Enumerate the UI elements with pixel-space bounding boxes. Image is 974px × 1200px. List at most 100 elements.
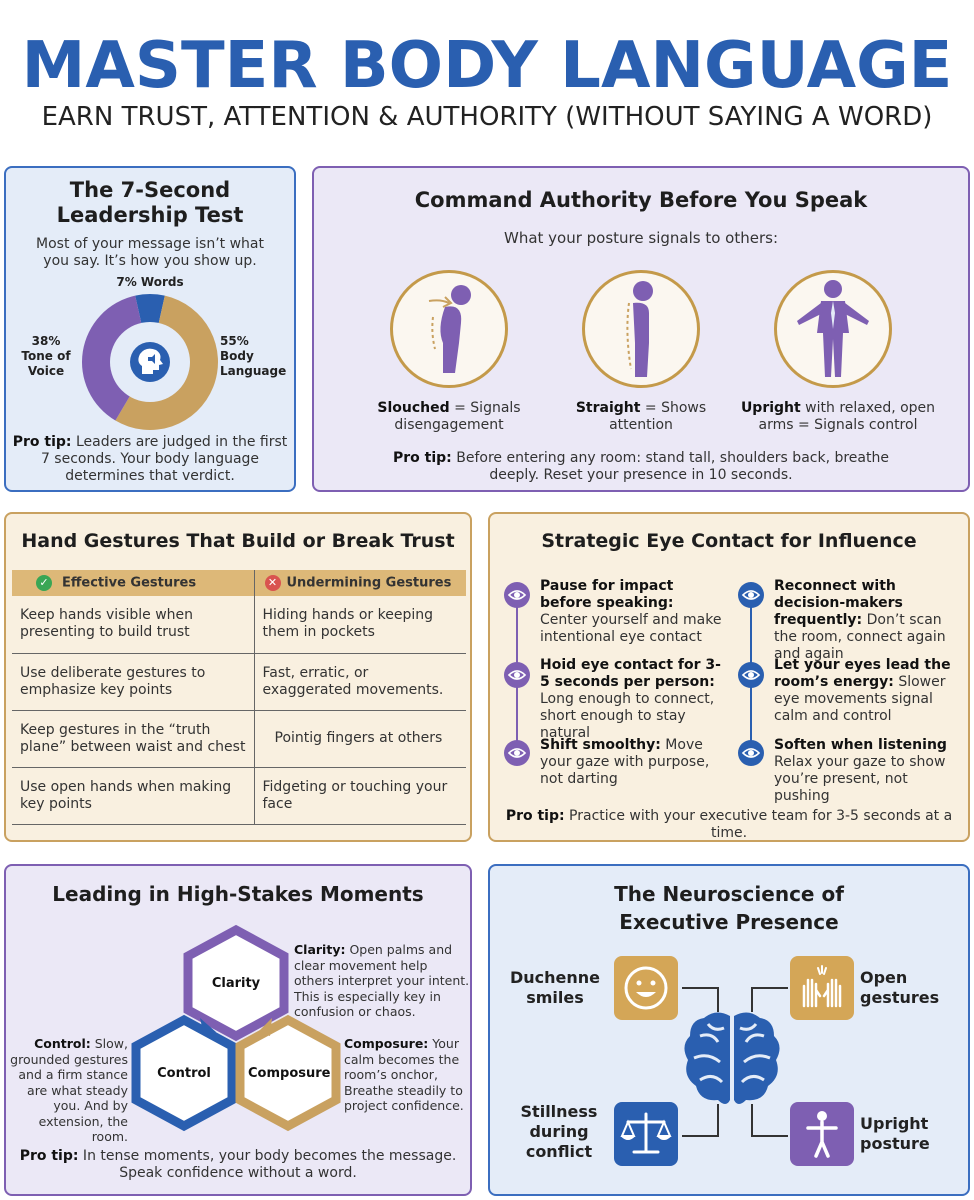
- undermining-header: Undermining Gestures: [286, 575, 452, 591]
- authority-pro-tip-1: Before entering any room: stand tall, sh…: [451, 450, 889, 466]
- body-label-1: Body: [220, 349, 254, 363]
- straight-figure-icon: [582, 270, 700, 388]
- eye-tip-left-2: Hoid eye contact for 3-5 seconds per per…: [540, 657, 721, 741]
- duchenne-line1: Duchenne: [509, 968, 601, 987]
- authority-pro-tip-2: deeply. Reset your presence in 10 second…: [489, 467, 793, 483]
- slouched-figure-icon: [390, 270, 508, 388]
- table-row: Keep hands visible when presenting to bu…: [12, 596, 466, 654]
- body-label-2: Language: [220, 364, 287, 378]
- effective-cell: Use open hands when making key points: [12, 767, 255, 825]
- authority-panel: Command Authority Before You Speak What …: [312, 166, 970, 492]
- eye-tip-left-1: Pause for impact before speaking: Center…: [540, 578, 722, 645]
- eye-tip-left-3: Shift smoolthy: Move your gaze with purp…: [540, 737, 710, 787]
- eye-contact-panel: Strategic Eye Contact for Influence Paus…: [488, 512, 970, 842]
- gestures-panel: Hand Gestures That Build or Break Trust …: [4, 512, 472, 842]
- undermining-cell: Fast, erratic, or exaggerated movements.: [254, 653, 466, 711]
- posture-slouched-bold: Slouched: [377, 400, 450, 416]
- undermining-header-cell: ✕ Undermining Gestures: [254, 570, 466, 596]
- leadership-pro-tip-label: Pro tip:: [12, 434, 72, 450]
- neuro-heading-line2: Executive Presence: [619, 910, 839, 934]
- hex-clarity: Clarity: [211, 976, 261, 991]
- page-subtitle: EARN TRUST, ATTENTION & AUTHORITY (WITHO…: [41, 102, 933, 132]
- upright-line1: Upright: [860, 1114, 929, 1133]
- eye-icon: [738, 582, 764, 608]
- words-label: 7% Words: [116, 275, 184, 289]
- neuroscience-panel: The Neuroscience of Executive Presence D…: [488, 864, 970, 1196]
- control-text: Control: Slow, grounded gestures and a f…: [10, 1036, 128, 1144]
- posture-slouched-rest1: = Signals: [449, 400, 521, 416]
- open-line1: Open: [860, 968, 908, 987]
- undermining-cell: Fidgeting or touching your face: [254, 767, 466, 825]
- high-stakes-pro-tip-1: In tense moments, your body becomes the …: [78, 1148, 457, 1164]
- eye-contact-heading: Strategic Eye Contact for Influence: [541, 530, 917, 552]
- page-title: MASTER BODY LANGUAGE: [21, 29, 953, 103]
- table-row: Use deliberate gestures to emphasize key…: [12, 653, 466, 711]
- hex-composure: Composure: [248, 1066, 331, 1081]
- hex-control: Control: [157, 1066, 211, 1081]
- tone-pct: 38%: [31, 334, 61, 348]
- undermining-cell: Pointig fingers at others: [254, 710, 466, 768]
- effective-header: Effective Gestures: [62, 575, 197, 591]
- eye-icon: [738, 662, 764, 688]
- eye-tip-right-2: Let your eyes lead the room’s energy: Sl…: [774, 657, 951, 724]
- balance-scale-icon: [614, 1102, 678, 1166]
- leadership-pro-tip-1: Leaders are judged in the first: [71, 434, 288, 450]
- tone-label-1: Tone of: [21, 349, 71, 363]
- effective-cell: Use deliberate gestures to emphasize key…: [12, 653, 255, 711]
- clarity-text: Clarity: Open palms and clear movement h…: [294, 942, 470, 1019]
- speaking-head-icon: [130, 342, 170, 382]
- tone-label-2: Voice: [27, 364, 65, 378]
- eye-tip-right-3: Soften when listening Relax your gaze to…: [774, 737, 947, 804]
- communication-donut-chart: [82, 294, 219, 430]
- leadership-pro-tip-3: determines that verdict.: [65, 468, 235, 484]
- high-stakes-panel: Leading in High-Stakes Moments Clarity C…: [4, 864, 472, 1196]
- authority-heading: Command Authority Before You Speak: [414, 188, 868, 212]
- stillness-line1: Stillness: [520, 1102, 598, 1121]
- stillness-line2: during: [529, 1122, 589, 1141]
- posture-straight-rest2: attention: [609, 417, 673, 433]
- undermining-cell: Hiding hands or keeping them in pockets: [254, 596, 466, 654]
- hexagon-diagram: [131, 924, 341, 1132]
- high-stakes-pro-tip-label: Pro tip:: [19, 1148, 79, 1164]
- eye-pro-tip: Pro tip: Practice with your executive te…: [505, 808, 953, 841]
- neuro-heading-line1: The Neuroscience of: [614, 882, 844, 906]
- x-icon: ✕: [264, 575, 281, 591]
- eye-icon: [504, 662, 530, 688]
- high-stakes-pro-tip-2: Speak confidence without a word.: [119, 1165, 357, 1181]
- open-arms-figure-icon: [774, 270, 892, 388]
- duchenne-line2: smiles: [526, 988, 584, 1007]
- table-row: Keep gestures in the “truth plane” betwe…: [12, 710, 466, 768]
- authority-pro-tip-label: Pro tip:: [393, 450, 452, 466]
- composure-text: Composure: Your calm becomes the room’s …: [344, 1036, 464, 1113]
- effective-header-cell: ✓ Effective Gestures: [12, 570, 255, 596]
- posture-straight-rest1: = Shows: [640, 400, 707, 416]
- stillness-line3: conflict: [525, 1142, 593, 1161]
- upright-person-icon: [790, 1102, 854, 1166]
- gestures-table: ✓ Effective Gestures ✕ Undermining Gesture…: [12, 570, 466, 825]
- leadership-intro-line2: you say. It’s how you show up.: [43, 253, 257, 269]
- eye-icon: [504, 740, 530, 766]
- eye-tip-right-1: Reconnect with decision-makers frequentl…: [774, 578, 946, 662]
- leadership-intro-line1: Most of your message isn’t what: [36, 236, 264, 252]
- posture-slouched-rest2: disengagement: [394, 417, 504, 433]
- check-icon: ✓: [36, 575, 52, 591]
- posture-upright-rest2: arms = Signals control: [758, 417, 918, 433]
- brain-icon: [684, 1012, 780, 1104]
- smile-icon: [614, 956, 678, 1020]
- posture-upright-rest1: with relaxed, open: [800, 400, 936, 416]
- eye-icon: [738, 740, 764, 766]
- effective-cell: Keep gestures in the “truth plane” betwe…: [12, 710, 255, 768]
- table-row: Use open hands when making key points Fi…: [12, 767, 466, 825]
- gestures-heading: Hand Gestures That Build or Break Trust: [21, 530, 455, 552]
- posture-upright-bold: Upright: [740, 400, 801, 416]
- leadership-pro-tip-2: 7 seconds. Your body language: [40, 451, 260, 467]
- leadership-test-panel: The 7-Second Leadership Test Most of you…: [4, 166, 296, 492]
- leadership-heading-line2: Leadership Test: [56, 203, 244, 227]
- body-pct: 55%: [220, 334, 249, 348]
- effective-cell: Keep hands visible when presenting to bu…: [12, 596, 255, 654]
- high-stakes-heading: Leading in High-Stakes Moments: [52, 882, 424, 906]
- posture-straight-bold: Straight: [575, 400, 641, 416]
- open-hands-icon: [790, 956, 854, 1020]
- authority-intro: What your posture signals to others:: [503, 229, 779, 247]
- eye-icon: [504, 582, 530, 608]
